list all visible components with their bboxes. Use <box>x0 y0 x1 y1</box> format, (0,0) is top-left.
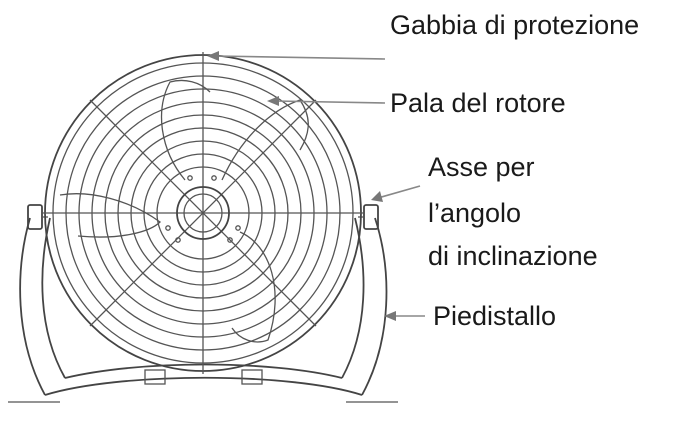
label-stand: Piedistallo <box>433 301 556 331</box>
label-cage: Gabbia di protezione <box>390 10 639 40</box>
label-blade: Pala del rotore <box>390 88 566 118</box>
leader-axis <box>371 185 421 202</box>
leader-cage <box>207 51 386 61</box>
leader-stand <box>384 311 425 321</box>
label-axis-line2: l’angolo <box>428 198 521 228</box>
rotor-blades <box>59 79 309 343</box>
label-axis-line3: di inclinazione <box>428 241 598 271</box>
label-axis-line1: Asse per <box>428 152 535 182</box>
leader-blade <box>267 96 386 106</box>
protective-cage <box>42 52 364 374</box>
hub <box>165 175 241 243</box>
